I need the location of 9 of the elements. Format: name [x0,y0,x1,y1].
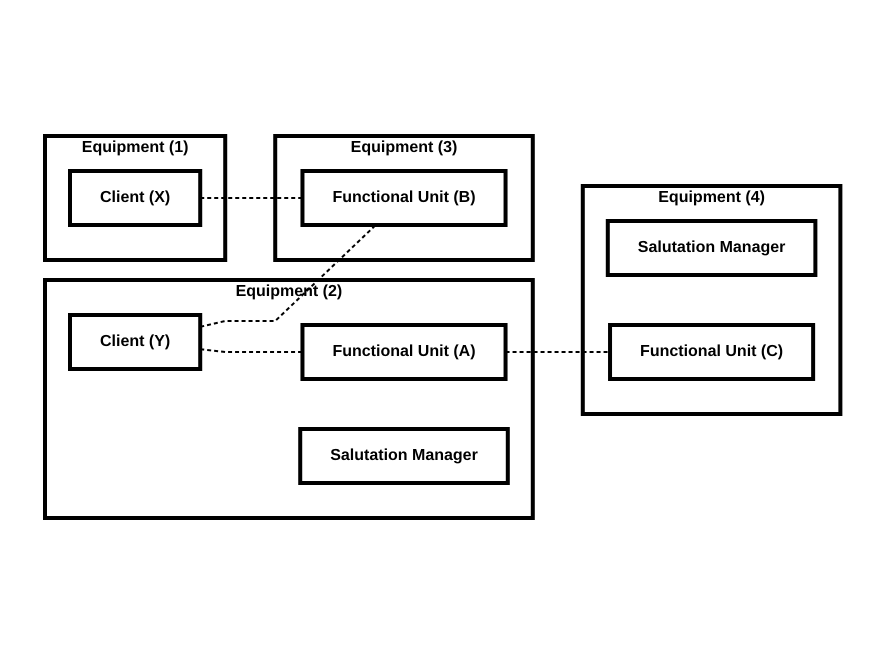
node-box: Functional Unit (A) [300,323,508,381]
node-box: Functional Unit (B) [300,169,508,227]
node-box: Salutation Manager [606,219,818,277]
connector [200,197,302,199]
node-box: Functional Unit (C) [608,323,815,381]
node-box: Salutation Manager [298,427,510,485]
connector [505,351,610,353]
node-box: Client (Y) [68,313,202,371]
node-box: Client (X) [68,169,202,227]
